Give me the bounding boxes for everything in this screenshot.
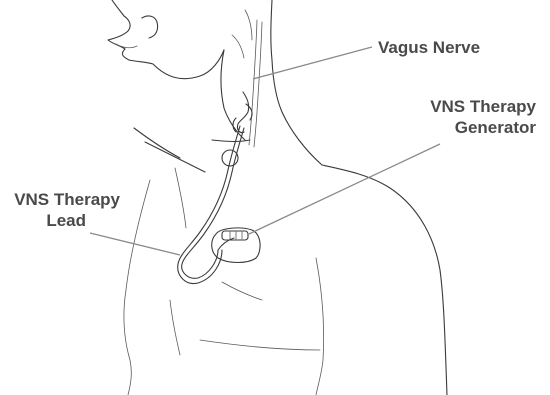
label-lead-line2: Lead xyxy=(6,210,120,231)
torso-outline xyxy=(124,128,320,395)
label-generator: VNS Therapy Generator xyxy=(430,96,536,138)
lead-electrode xyxy=(222,92,252,166)
face-outline xyxy=(108,0,224,79)
label-lead-line1: VNS Therapy xyxy=(6,189,120,210)
label-lead: VNS Therapy Lead xyxy=(6,189,120,231)
leader-lead xyxy=(90,233,180,255)
label-generator-line1: VNS Therapy xyxy=(430,96,536,117)
generator-device xyxy=(212,228,260,263)
nerve-vessels xyxy=(249,20,262,147)
label-vagus-nerve-text: Vagus Nerve xyxy=(378,37,480,58)
label-generator-line2: Generator xyxy=(430,117,536,138)
leader-lines xyxy=(90,47,440,255)
label-vagus-nerve: Vagus Nerve xyxy=(378,37,480,58)
shoulder-outline xyxy=(316,165,447,395)
lead-wire xyxy=(178,126,244,284)
leader-generator xyxy=(249,144,440,234)
